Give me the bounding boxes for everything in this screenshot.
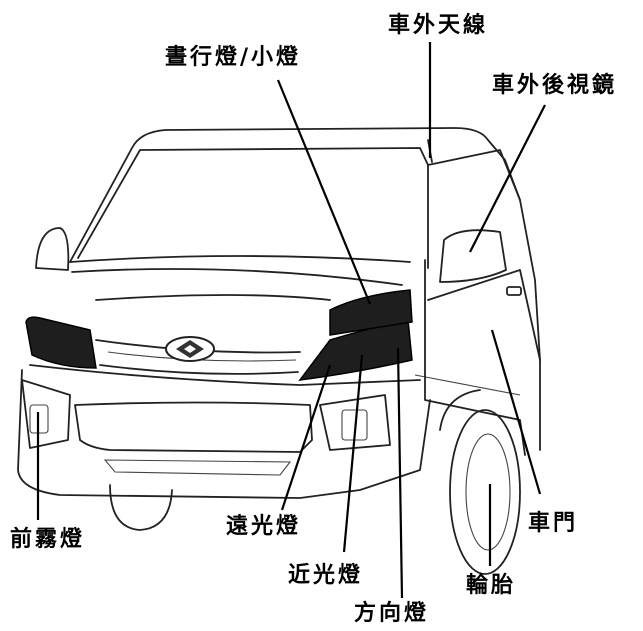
leader-mirror bbox=[469, 104, 546, 253]
right-upper-lamp bbox=[329, 289, 413, 336]
left-headlight bbox=[25, 316, 97, 369]
label-high-beam: 遠光燈 bbox=[226, 513, 302, 539]
right-mirror bbox=[439, 229, 507, 283]
label-antenna: 車外天線 bbox=[388, 12, 489, 38]
leader-door bbox=[490, 329, 542, 495]
left-mirror bbox=[35, 227, 70, 271]
leader-drl bbox=[276, 79, 372, 305]
right-headlight bbox=[298, 319, 413, 381]
leader-turn-signal bbox=[396, 347, 404, 599]
label-drl: 晝行燈/小燈 bbox=[165, 44, 302, 70]
label-fog: 前霧燈 bbox=[10, 526, 86, 552]
leader-low-beam bbox=[342, 354, 364, 553]
brand-emblem bbox=[165, 336, 215, 362]
label-low-beam: 近光燈 bbox=[288, 562, 364, 588]
label-mirror: 車外後視鏡 bbox=[492, 72, 618, 98]
leader-high-beam bbox=[280, 364, 332, 511]
label-turn-signal: 方向燈 bbox=[354, 600, 430, 626]
label-tire: 輪胎 bbox=[466, 572, 517, 598]
label-door: 車門 bbox=[528, 510, 579, 536]
van-body bbox=[17, 127, 541, 575]
